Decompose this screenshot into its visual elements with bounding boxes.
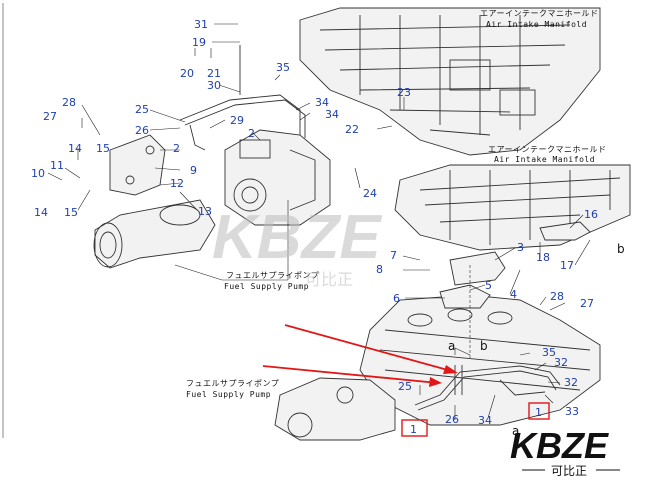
- callout-29: 29: [230, 114, 244, 127]
- callout-35-bottom: 35: [542, 346, 556, 359]
- letter-b-right: b: [617, 242, 625, 256]
- callout-16: 16: [584, 208, 598, 221]
- letter-a-bottom: a: [512, 424, 519, 438]
- callout-5: 5: [485, 279, 492, 292]
- caption-manifold-mid-en: Air Intake Manifold: [494, 155, 595, 164]
- bracket-left: [109, 134, 166, 196]
- ref-box-right: [528, 402, 550, 420]
- intake-pipe-left: [93, 199, 216, 269]
- callout-6: 6: [393, 292, 400, 305]
- callout-28-top: 28: [62, 96, 76, 109]
- caption-manifold-top-en: Air Intake Manifold: [486, 20, 587, 29]
- callout-15-bottom: 15: [64, 206, 78, 219]
- callout-26-top: 26: [135, 124, 149, 137]
- callout-24: 24: [363, 187, 377, 200]
- fuel-supply-pump-upper: [224, 129, 331, 226]
- callout-30: 30: [207, 79, 221, 92]
- callout-11: 11: [50, 159, 64, 172]
- callout-35-top: 35: [276, 61, 290, 74]
- callout-34-bottom: 34: [478, 414, 492, 427]
- callout-18: 18: [536, 251, 550, 264]
- caption-pump-top-jp: フュエルサプライポンプ: [226, 271, 319, 280]
- callout-32-bottom: 32: [564, 376, 578, 389]
- fuel-pipes-upper: [179, 45, 306, 151]
- ref-label-left: 1: [410, 423, 417, 436]
- letter-a-top: a: [448, 339, 455, 353]
- ref-label-right: 1: [535, 406, 542, 419]
- callout-4: 4: [510, 288, 517, 301]
- callout-22: 22: [345, 123, 359, 136]
- watermark-corner-sub: 可比正: [551, 464, 587, 478]
- fuel-supply-pump-lower: [274, 377, 396, 441]
- captions: エアーインテークマニホールド Air Intake Manifold エアーイン…: [186, 9, 607, 399]
- caption-manifold-top-jp: エアーインテークマニホールド: [480, 9, 599, 18]
- callout-7: 7: [390, 249, 397, 262]
- caption-pump-bottom-jp: フュエルサプライポンプ: [186, 379, 279, 388]
- callout-17: 17: [560, 259, 574, 272]
- callout-13: 13: [198, 205, 212, 218]
- watermark-center-text: KBZE: [212, 203, 382, 272]
- callout-19: 19: [192, 36, 206, 49]
- fuel-pipes-lower: [414, 365, 561, 411]
- callout-25-bottom: 25: [398, 380, 412, 393]
- callout-31: 31: [194, 18, 208, 31]
- callout-26-bottom: 26: [445, 413, 459, 426]
- callout-21: 21: [207, 67, 221, 80]
- bracket-mid: [439, 221, 591, 309]
- air-intake-manifold-upper: [299, 7, 601, 156]
- letter-b-left: b: [480, 339, 488, 353]
- callout-2-left: 2: [173, 142, 180, 155]
- callout-2-mid: 2: [248, 127, 255, 140]
- callout-34-b: 34: [325, 108, 339, 121]
- callout-15-top: 15: [96, 142, 110, 155]
- callout-numbers: 31 19 20 21 30 35 28 27 25 26 29 2 34 34…: [31, 18, 598, 427]
- watermark-corner-text: KBZE: [510, 425, 609, 466]
- callout-8: 8: [376, 263, 383, 276]
- leader-lines: [47, 23, 591, 420]
- callout-14-bottom: 14: [34, 206, 48, 219]
- caption-pump-top-en: Fuel Supply Pump: [224, 282, 309, 291]
- callout-27-bottom: 27: [580, 297, 594, 310]
- caption-pump-bottom-en: Fuel Supply Pump: [186, 390, 271, 399]
- callout-3: 3: [517, 241, 524, 254]
- callout-9: 9: [190, 164, 197, 177]
- watermark-center: KBZE 可比正: [212, 203, 382, 289]
- callout-28-bottom: 28: [550, 290, 564, 303]
- callout-27-top: 27: [43, 110, 57, 123]
- callout-20: 20: [180, 67, 194, 80]
- callout-33: 33: [565, 405, 579, 418]
- caption-manifold-mid-jp: エアーインテークマニホールド: [488, 145, 607, 154]
- callout-34-a: 34: [315, 96, 329, 109]
- callout-23: 23: [397, 86, 411, 99]
- watermark-center-sub: 可比正: [305, 270, 353, 289]
- callout-25-top: 25: [135, 103, 149, 116]
- watermark-corner: KBZE 可比正: [510, 425, 620, 478]
- highlight-arrows: [262, 324, 458, 387]
- callout-14-top: 14: [68, 142, 82, 155]
- callout-10: 10: [31, 167, 45, 180]
- ref-box-left: [401, 419, 428, 437]
- callout-32-top: 32: [554, 356, 568, 369]
- callout-12: 12: [170, 177, 184, 190]
